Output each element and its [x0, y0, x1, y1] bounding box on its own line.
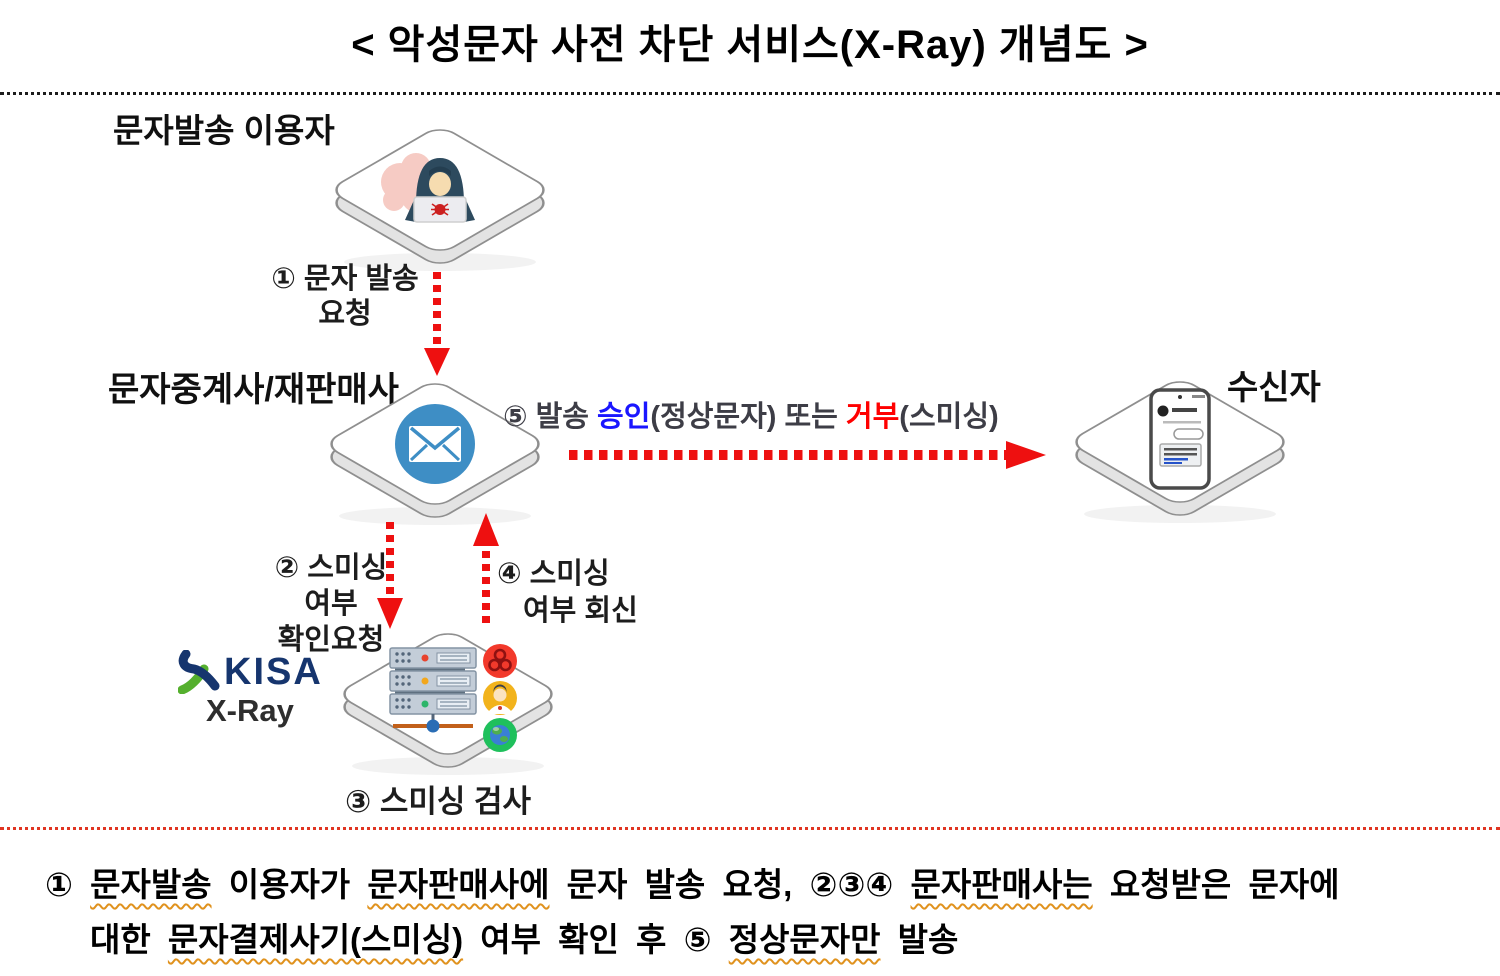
sender-node-label: 문자발송 이용자 — [113, 112, 335, 149]
hacker-icon — [381, 153, 475, 223]
relay-node-label: 문자중계사/재판매사 — [108, 371, 399, 409]
kisa-product-text: X-Ray — [206, 693, 294, 728]
kisa-node — [343, 633, 553, 775]
arrow-step5 — [569, 441, 1046, 469]
relay-node — [330, 383, 540, 525]
step3-label: ③ 스미싱 검사 — [345, 784, 532, 819]
bottom-divider — [0, 827, 1500, 830]
page-title: < 악성문자 사전 차단 서비스(X-Ray) 개념도 > — [351, 23, 1149, 67]
step1-label: ① 문자 발송 요청 — [271, 263, 419, 330]
biohazard-badge-icon — [483, 644, 517, 678]
kisa-logo: KISA X-Ray — [178, 650, 323, 728]
step4-label: ④ 스미싱 여부 회신 — [497, 558, 638, 627]
receiver-node-label: 수신자 — [1227, 369, 1321, 407]
caption-line2: 대한 문자결제사기(스미싱) 여부 확인 후 ⑤ 정상문자만 발송 — [90, 921, 959, 958]
receiver-node — [1075, 381, 1285, 523]
reject-text: 거부 — [845, 401, 900, 433]
envelope-icon — [395, 404, 475, 484]
step5-label: ⑤ 발송 승인(정상문자) 또는 거부(스미싱) — [503, 401, 999, 433]
kisa-logo-mark-icon — [178, 650, 220, 694]
arrow-step4 — [473, 513, 499, 623]
globe-badge-icon — [483, 718, 517, 752]
top-divider — [0, 92, 1500, 95]
smartphone-icon — [1149, 388, 1211, 490]
server-rack-icon — [389, 647, 477, 733]
kisa-brand-text: KISA — [224, 651, 323, 693]
caption-line1: ① 문자발송 이용자가 문자판매사에 문자 발송 요청, ②③④ 문자판매사는 … — [45, 866, 1340, 903]
analyst-badge-icon — [483, 681, 517, 715]
step2-label: ② 스미싱 여부 확인요청 — [274, 552, 388, 656]
sender-node — [335, 129, 545, 271]
approve-text: 승인 — [597, 401, 651, 433]
